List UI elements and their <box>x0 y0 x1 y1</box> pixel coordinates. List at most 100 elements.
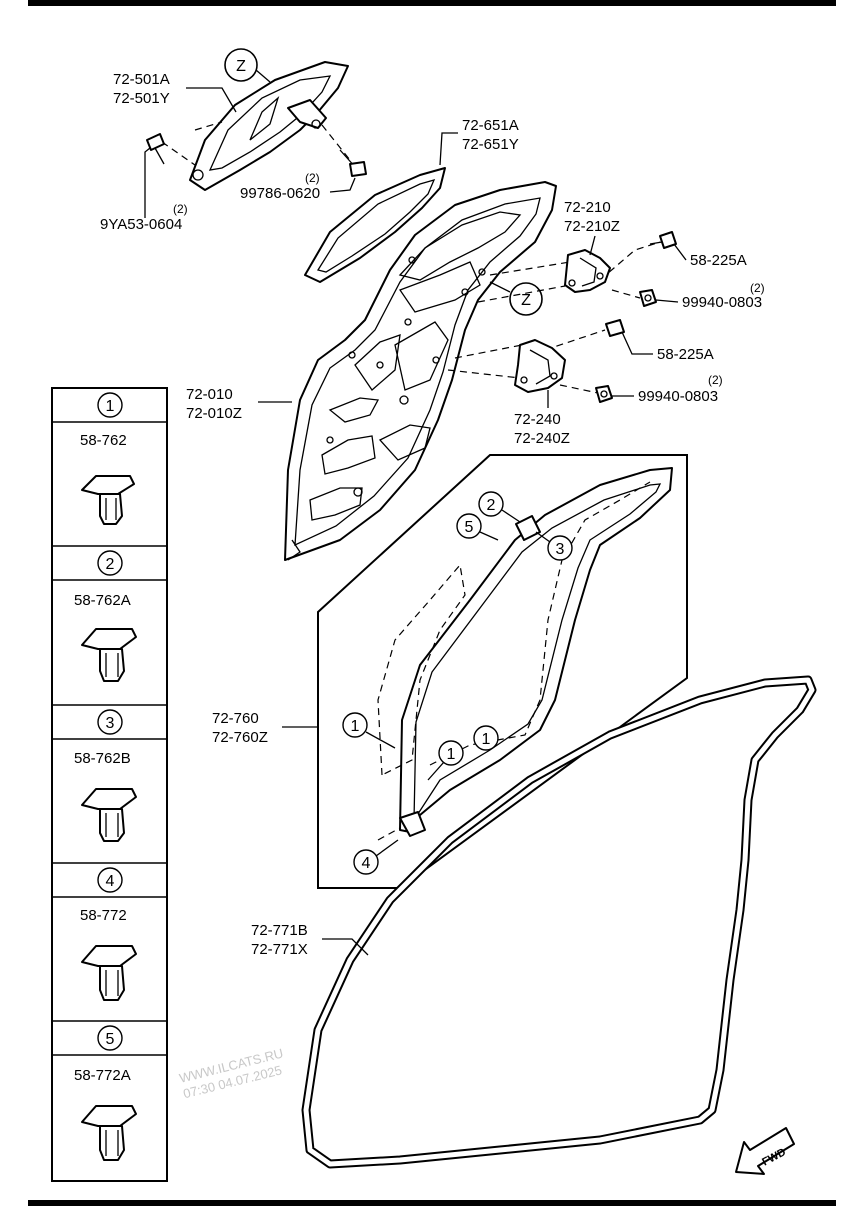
svg-text:3: 3 <box>106 715 115 732</box>
label-glass: 72-501A 72-501Y <box>113 71 237 113</box>
svg-text:5: 5 <box>465 519 474 536</box>
svg-text:72-651Y: 72-651Y <box>462 136 519 153</box>
svg-text:58-225A: 58-225A <box>657 346 714 363</box>
svg-text:72-210Z: 72-210Z <box>564 218 620 235</box>
callout-1b: 1 <box>427 740 464 781</box>
label-opening-771: 72-771B 72-771X <box>251 922 369 958</box>
svg-text:(2): (2) <box>708 373 723 387</box>
svg-text:72-760Z: 72-760Z <box>212 729 268 746</box>
svg-text:58-762B: 58-762B <box>74 750 131 767</box>
svg-text:(2): (2) <box>173 202 188 216</box>
svg-text:72-010Z: 72-010Z <box>186 405 242 422</box>
svg-text:5: 5 <box>106 1031 115 1048</box>
svg-text:1: 1 <box>351 718 360 735</box>
fwd-arrow-icon: FWD <box>735 1127 795 1175</box>
svg-text:72-240Z: 72-240Z <box>514 430 570 447</box>
hinge-dash-upper-d <box>611 289 641 299</box>
bolt-58-225a-upper-icon[interactable] <box>649 231 677 249</box>
svg-text:58-772A: 58-772A <box>74 1067 131 1084</box>
clip-legend-row-5: 5 58-772A <box>74 1025 137 1161</box>
watermark: WWW.ILCATS.RU 07:30 04.07.2025 <box>178 1045 285 1101</box>
clip-58-762b-icon <box>81 788 137 842</box>
svg-text:72-210: 72-210 <box>564 199 611 216</box>
label-weatherstrip-760: 72-760 72-760Z <box>212 710 318 746</box>
svg-text:72-501A: 72-501A <box>113 71 170 88</box>
svg-text:2: 2 <box>106 556 115 573</box>
svg-text:72-771X: 72-771X <box>251 941 308 958</box>
svg-text:Z: Z <box>236 58 246 75</box>
top-border <box>28 0 836 6</box>
svg-text:4: 4 <box>106 873 115 890</box>
weatherstrip-dash-clip4 <box>377 827 401 841</box>
clip-58-762a-icon <box>81 628 137 682</box>
callout-1a: 1 <box>342 712 396 749</box>
lower-hinge[interactable] <box>514 339 566 393</box>
opening-weatherstrip[interactable] <box>301 675 817 1169</box>
label-nut-upper: (2) 99940-0803 <box>655 281 765 311</box>
svg-text:9YA53-0604: 9YA53-0604 <box>100 216 182 233</box>
hinge-dash-upper-a <box>489 261 571 276</box>
clip-legend-table <box>51 387 168 1182</box>
label-bolt-225a-upper: 58-225A <box>673 243 747 269</box>
svg-text:2: 2 <box>487 497 496 514</box>
svg-text:72-240: 72-240 <box>514 411 561 428</box>
quarter-glass[interactable] <box>189 61 349 191</box>
hinge-dash-lower-d <box>559 384 599 394</box>
callout-3: 3 <box>535 531 573 561</box>
svg-text:58-762A: 58-762A <box>74 592 131 609</box>
bolt-58-225a-lower-icon[interactable] <box>605 319 625 337</box>
z-marker-top: Z <box>224 48 271 83</box>
hinge-dash-upper-c <box>599 241 661 281</box>
hinge-dash-lower-a <box>454 344 523 359</box>
svg-text:72-010: 72-010 <box>186 386 233 403</box>
clip-legend-row-1: 1 58-762 <box>80 392 135 525</box>
label-nut-lower: (2) 99940-0803 <box>612 373 723 405</box>
weatherstrip-inset-frame <box>317 454 688 889</box>
door-weatherstrip[interactable] <box>399 467 673 837</box>
svg-text:1: 1 <box>106 398 115 415</box>
svg-text:3: 3 <box>556 541 565 558</box>
svg-text:58-762: 58-762 <box>80 432 127 449</box>
clip-legend-row-4: 4 58-772 <box>80 867 137 1001</box>
callout-1c: 1 <box>473 725 499 751</box>
nut-99940-lower-icon[interactable] <box>595 385 613 403</box>
clip-58-772a-icon <box>81 1105 137 1161</box>
svg-text:72-501Y: 72-501Y <box>113 90 170 107</box>
hinge-dash-lower-c <box>544 329 606 351</box>
glass-seal[interactable] <box>304 167 446 283</box>
clip-legend-row-3: 3 58-762B <box>74 709 137 842</box>
glass-dash-a <box>161 141 196 166</box>
label-hinge-upper: 72-210 72-210Z <box>564 199 620 256</box>
nut-99940-upper-icon[interactable] <box>639 289 657 307</box>
upper-hinge[interactable] <box>564 249 611 293</box>
callout-2: 2 <box>478 491 521 523</box>
svg-text:Z: Z <box>521 292 531 309</box>
svg-text:1: 1 <box>447 746 456 763</box>
bolt-9ya53-icon[interactable] <box>146 133 165 165</box>
bottom-border <box>28 1200 836 1206</box>
svg-text:99786-0620: 99786-0620 <box>240 185 320 202</box>
label-screw-99786: (2) 99786-0620 <box>240 171 356 202</box>
callout-4: 4 <box>353 839 399 875</box>
svg-text:4: 4 <box>362 855 371 872</box>
hinge-dash-upper-b <box>477 285 566 303</box>
svg-text:(2): (2) <box>305 171 320 185</box>
svg-text:99940-0803: 99940-0803 <box>638 388 718 405</box>
svg-text:72-760: 72-760 <box>212 710 259 727</box>
clip-legend-row-2: 2 58-762A <box>74 550 137 682</box>
clip-58-762-icon <box>81 475 135 525</box>
label-seal-651: 72-651A 72-651Y <box>439 117 519 166</box>
label-door: 72-010 72-010Z <box>186 386 292 422</box>
callout-5: 5 <box>456 513 499 541</box>
svg-text:(2): (2) <box>750 281 765 295</box>
screw-99786-icon[interactable] <box>339 149 367 177</box>
glass-dash-c <box>321 124 351 161</box>
svg-text:58-225A: 58-225A <box>690 252 747 269</box>
svg-text:99940-0803: 99940-0803 <box>682 294 762 311</box>
z-marker-middle: Z <box>489 281 543 316</box>
clip-58-772-icon <box>81 945 137 1001</box>
rear-door-panel[interactable] <box>284 181 557 561</box>
label-bolt-225a-lower: 58-225A <box>621 331 714 363</box>
svg-text:1: 1 <box>482 731 491 748</box>
